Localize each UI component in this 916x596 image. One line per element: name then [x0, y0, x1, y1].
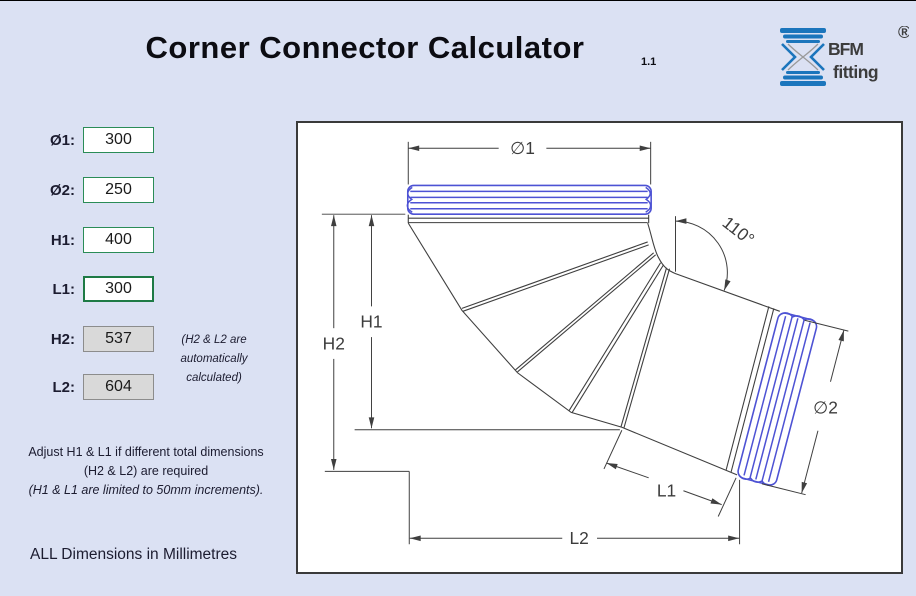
dimension-lines: [321, 141, 849, 545]
h1-input-cell[interactable]: 400: [83, 227, 154, 253]
dim-label-h1: H1: [360, 312, 382, 332]
row-l1: L1: 300: [20, 276, 154, 302]
d2-input-cell[interactable]: 250: [83, 177, 154, 203]
h2-label: H2:: [50, 330, 75, 348]
row-h2: H2: 537: [20, 326, 154, 352]
row-d2: Ø2: 250: [20, 177, 154, 203]
version-number: 1.1: [641, 56, 657, 68]
adjust-instructions: Adjust H1 & L1 if different total dimens…: [28, 445, 264, 497]
l2-label: L2:: [52, 378, 76, 396]
d1-input-cell[interactable]: 300: [83, 127, 154, 153]
dim-label-d2: ∅2: [813, 397, 838, 417]
logo-registered-mark: ®: [898, 26, 909, 42]
elbow-outline: [407, 214, 780, 476]
bfm-hourglass-icon: BFM ® fitting: [780, 22, 911, 86]
units-note: ALL Dimensions in Millimetres: [30, 546, 238, 563]
dim-label-l2: L2: [569, 528, 588, 548]
row-h1: H1: 400: [20, 227, 154, 253]
d2-label: Ø2:: [49, 181, 75, 199]
logo-brand-text: BFM: [828, 39, 863, 59]
drawing-panel: ∅1 H1 H2 L1 L2 ∅2 110°: [296, 121, 903, 574]
l1-input-cell-selected[interactable]: 300: [83, 276, 154, 302]
h2-calculated-cell: 537: [83, 326, 154, 352]
calc-note: (H2 & L2 are automatically calculated): [180, 334, 248, 384]
bfm-logo: BFM ® fitting: [767, 22, 911, 88]
window-top-edge: [0, 0, 916, 1]
page-title: Corner Connector Calculator: [145, 30, 585, 65]
dim-label-d1: ∅1: [510, 138, 535, 158]
l1-label: L1:: [52, 280, 76, 298]
dim-label-h2: H2: [323, 334, 345, 354]
inlet-spigot-collar: [406, 184, 652, 215]
h1-label: H1:: [50, 231, 75, 249]
logo-sub-text: fitting: [833, 62, 878, 82]
dim-label-angle: 110°: [719, 212, 759, 249]
outlet-spigot-collar: [737, 312, 818, 486]
row-l2: L2: 604: [20, 374, 154, 400]
corner-connector-drawing: ∅1 H1 H2 L1 L2 ∅2 110°: [321, 138, 849, 548]
row-d1: Ø1: 300: [20, 127, 154, 153]
d1-label: Ø1:: [49, 131, 75, 149]
dim-label-l1: L1: [657, 481, 676, 501]
l2-calculated-cell: 604: [83, 374, 154, 400]
